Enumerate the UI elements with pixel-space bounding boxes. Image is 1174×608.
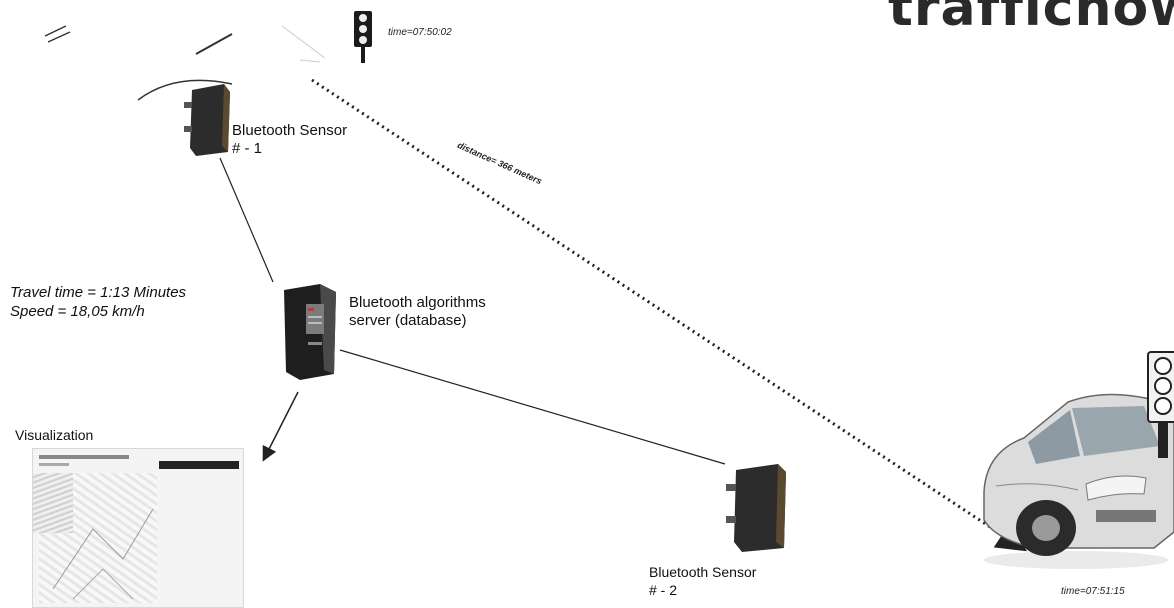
server-visualization-arrow <box>262 391 299 462</box>
distance-arrow <box>311 78 1028 552</box>
server-icon <box>284 284 336 380</box>
road-sketch <box>44 25 71 43</box>
server-label: Bluetooth algorithms server (database) <box>349 294 486 329</box>
car-icon <box>983 393 1174 569</box>
speed-text: Speed = 18,05 km/h <box>10 303 145 320</box>
visualization-title: Visualization <box>15 427 94 443</box>
travel-info: Travel time = 1:13 Minutes Speed = 18,05… <box>10 283 186 321</box>
road-sketch <box>281 25 326 63</box>
sensor2-label: Bluetooth Sensor # - 2 <box>649 564 757 598</box>
sensor1-label: Bluetooth Sensor # - 1 <box>232 122 348 157</box>
road-sketch <box>137 79 233 101</box>
trafficnow-logo: trafficnow <box>888 0 1174 38</box>
road-sketch <box>195 33 233 55</box>
visualization-screenshot <box>32 448 244 608</box>
traffic-light-icon <box>1147 351 1174 458</box>
server-sensor2-link <box>339 349 726 465</box>
top-light-time: time=07:50:02 <box>388 27 452 38</box>
sensor1-server-link <box>219 157 274 283</box>
bluetooth-sensor-1-icon <box>184 84 230 156</box>
traffic-light-icon <box>354 11 372 63</box>
car-time: time=07:51:15 <box>1061 586 1125 597</box>
bluetooth-sensor-2-icon <box>726 464 786 552</box>
travel-time-text: Travel time = 1:13 Minutes <box>10 284 187 301</box>
